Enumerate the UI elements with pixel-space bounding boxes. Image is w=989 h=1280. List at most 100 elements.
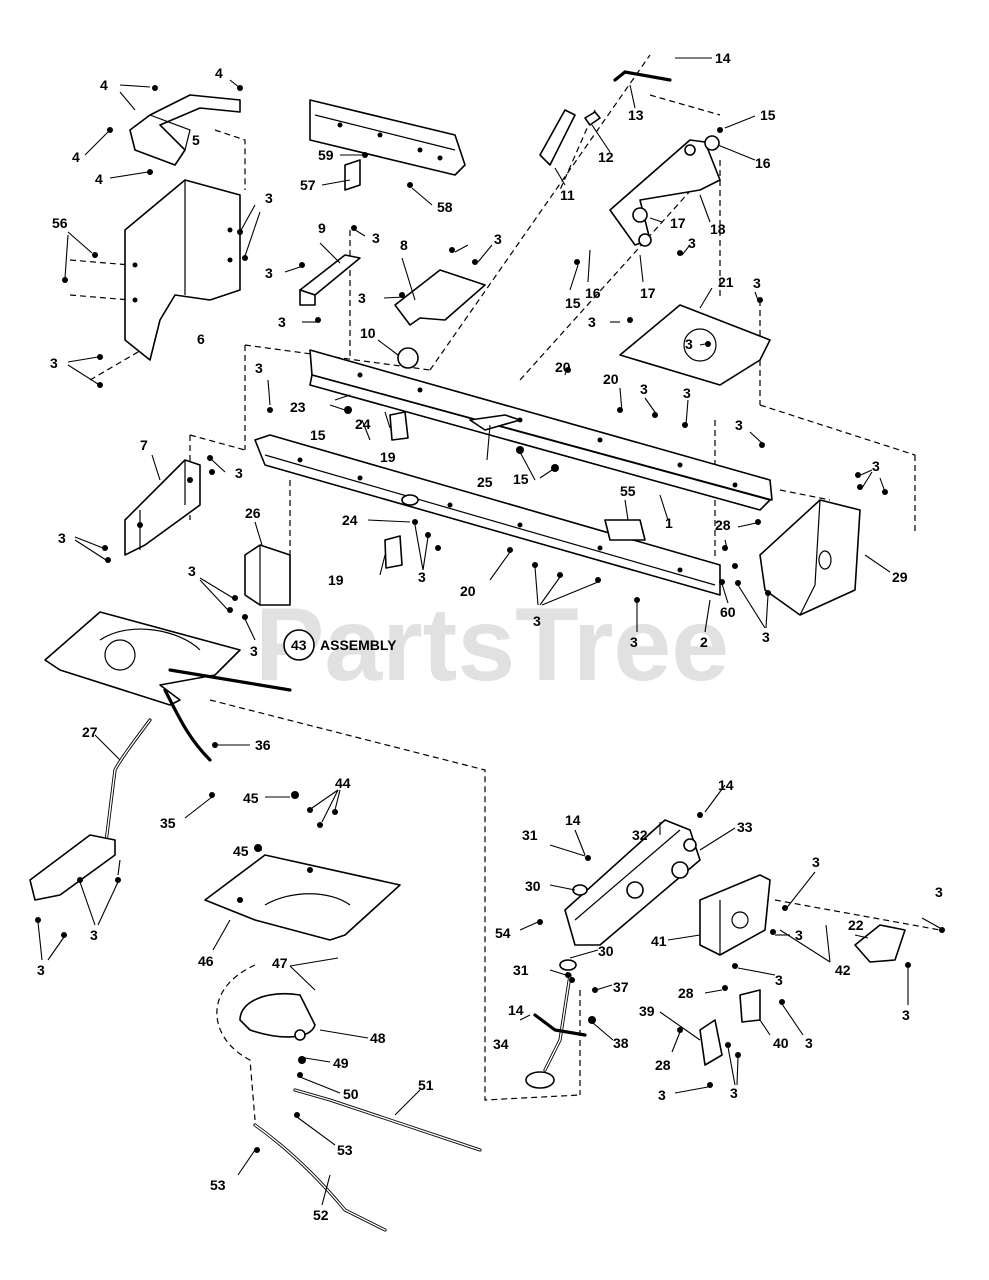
label-14: 14: [565, 812, 581, 828]
part-bracket-19-upper: [389, 411, 409, 441]
label-53: 53: [337, 1142, 353, 1158]
label-3: 3: [795, 927, 803, 943]
part-lever-18: [609, 135, 721, 247]
label-10: 10: [360, 325, 376, 341]
label-3: 3: [533, 613, 541, 629]
label-24: 24: [355, 416, 371, 432]
label-44: 44: [335, 775, 351, 791]
label-17: 17: [640, 285, 656, 301]
label-4: 4: [72, 149, 80, 165]
label-24: 24: [342, 512, 358, 528]
label-3: 3: [50, 355, 58, 371]
label-48: 48: [370, 1030, 386, 1046]
part-bracket-19-lower: [384, 535, 403, 569]
label-45: 45: [243, 790, 259, 806]
label-38: 38: [613, 1035, 629, 1051]
label-15: 15: [760, 107, 776, 123]
label-52: 52: [313, 1207, 329, 1223]
part-pedal-34: [525, 884, 588, 1089]
part-bracket-5: [129, 94, 241, 166]
label-14: 14: [508, 1002, 524, 1018]
label-3: 3: [37, 962, 45, 978]
part-shift-rod-27: [29, 688, 212, 901]
label-3: 3: [872, 458, 880, 474]
label-31: 31: [513, 962, 529, 978]
label-49: 49: [333, 1055, 349, 1071]
part-link-51: [293, 1088, 482, 1152]
label-19: 19: [380, 449, 396, 465]
assembly-callout-43[interactable]: 43 ASSEMBLY: [283, 629, 397, 661]
label-31: 31: [522, 827, 538, 843]
label-20: 20: [460, 583, 476, 599]
label-9: 9: [318, 220, 326, 236]
part-bracket-41: [699, 874, 771, 956]
label-20: 20: [555, 359, 571, 375]
label-3: 3: [935, 884, 943, 900]
label-27: 27: [82, 724, 98, 740]
label-1: 1: [665, 515, 673, 531]
label-3: 3: [250, 643, 258, 659]
part-arm-11-13: [539, 70, 672, 166]
label-37: 37: [613, 979, 629, 995]
label-22: 22: [848, 917, 864, 933]
label-20: 20: [603, 371, 619, 387]
label-3: 3: [418, 569, 426, 585]
label-15: 15: [310, 427, 326, 443]
assembly-label: ASSEMBLY: [320, 637, 397, 653]
label-57: 57: [300, 177, 316, 193]
label-16: 16: [585, 285, 601, 301]
part-shield-6: [124, 179, 241, 361]
part-cam-plate-48: [239, 992, 316, 1041]
label-3: 3: [588, 314, 596, 330]
leader-lines: [37, 57, 941, 1206]
watermark: PartsTree: [255, 587, 729, 703]
label-3: 3: [812, 854, 820, 870]
label-3: 3: [235, 465, 243, 481]
label-51: 51: [418, 1077, 434, 1093]
label-29: 29: [892, 569, 908, 585]
label-18: 18: [710, 221, 726, 237]
label-60: 60: [720, 604, 736, 620]
label-3: 3: [762, 629, 770, 645]
part-bracket-40: [739, 989, 761, 1023]
part-plate-8: [394, 269, 486, 326]
label-3: 3: [753, 275, 761, 291]
part-frame-rail-2: [254, 434, 721, 596]
label-3: 3: [90, 927, 98, 943]
label-3: 3: [494, 231, 502, 247]
label-3: 3: [658, 1087, 666, 1103]
part-bracket-26: [244, 544, 291, 606]
part-bracket-39: [699, 1019, 723, 1066]
label-35: 35: [160, 815, 176, 831]
label-12: 12: [598, 149, 614, 165]
label-59: 59: [318, 147, 334, 163]
label-3: 3: [683, 385, 691, 401]
label-53: 53: [210, 1177, 226, 1193]
label-19: 19: [328, 572, 344, 588]
label-56: 56: [52, 215, 68, 231]
label-36: 36: [255, 737, 271, 753]
label-11: 11: [560, 187, 575, 203]
fastener-dots: [35, 85, 945, 1153]
label-3: 3: [278, 314, 286, 330]
label-58: 58: [437, 199, 453, 215]
label-55: 55: [620, 483, 636, 499]
label-39: 39: [639, 1003, 655, 1019]
part-bracket-22: [854, 924, 906, 963]
part-pedal-shaft-32: [564, 819, 701, 946]
part-drive-plate-43: [44, 611, 292, 706]
label-28: 28: [678, 985, 694, 1001]
label-3: 3: [685, 336, 693, 352]
label-54: 54: [495, 925, 511, 941]
label-45: 45: [233, 843, 249, 859]
label-3: 3: [630, 634, 638, 650]
label-21: 21: [718, 274, 734, 290]
part-number-labels: 4 4 5 4 4 3 56 6 3 7 3 3 26 3 3 14 13 15…: [37, 50, 943, 1223]
label-3: 3: [735, 417, 743, 433]
part-rail-plate-top: [309, 99, 466, 191]
label-15: 15: [513, 471, 529, 487]
label-2: 2: [700, 634, 708, 650]
label-3: 3: [58, 530, 66, 546]
label-32: 32: [632, 827, 648, 843]
